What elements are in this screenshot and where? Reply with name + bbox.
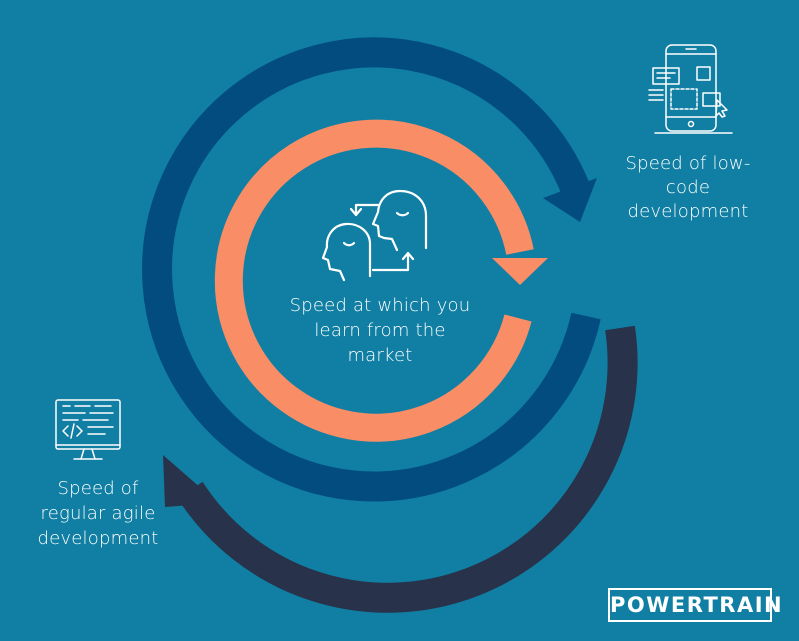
- inner-arc: [214, 119, 534, 442]
- agile-label-line-1: Speed of: [57, 478, 139, 499]
- learn-label-line-3: market: [347, 345, 413, 366]
- mobile-app-builder-icon: [648, 44, 733, 134]
- inner-cycle-arrow: [214, 119, 548, 442]
- inner-arrowhead: [492, 258, 548, 285]
- powertrain-logo: POWERTRAIN: [608, 588, 782, 622]
- low-code-speed-label: Speed of low- code development: [598, 152, 778, 224]
- agile-speed-label: Speed of regular agile development: [18, 476, 178, 551]
- two-heads-exchange-icon: [321, 189, 428, 282]
- low-code-label-line-1: Speed of low-: [625, 153, 751, 174]
- code-monitor-icon: [55, 399, 121, 460]
- outer-arrowhead: [163, 455, 218, 507]
- low-code-label-line-2: code: [665, 177, 711, 198]
- low-code-label-line-3: development: [627, 201, 749, 222]
- learn-label-line-2: learn from the: [314, 320, 446, 341]
- agile-label-line-3: development: [37, 528, 159, 549]
- outer-cycle-arrow: [163, 325, 638, 613]
- middle-arc: [142, 37, 601, 502]
- learn-speed-label: Speed at which you learn from the market: [270, 293, 490, 368]
- middle-arrowhead: [543, 178, 597, 222]
- middle-cycle-arrow: [142, 37, 601, 502]
- learn-label-line-1: Speed at which you: [289, 295, 471, 316]
- outer-arc: [177, 325, 638, 613]
- agile-label-line-2: regular agile: [40, 503, 156, 524]
